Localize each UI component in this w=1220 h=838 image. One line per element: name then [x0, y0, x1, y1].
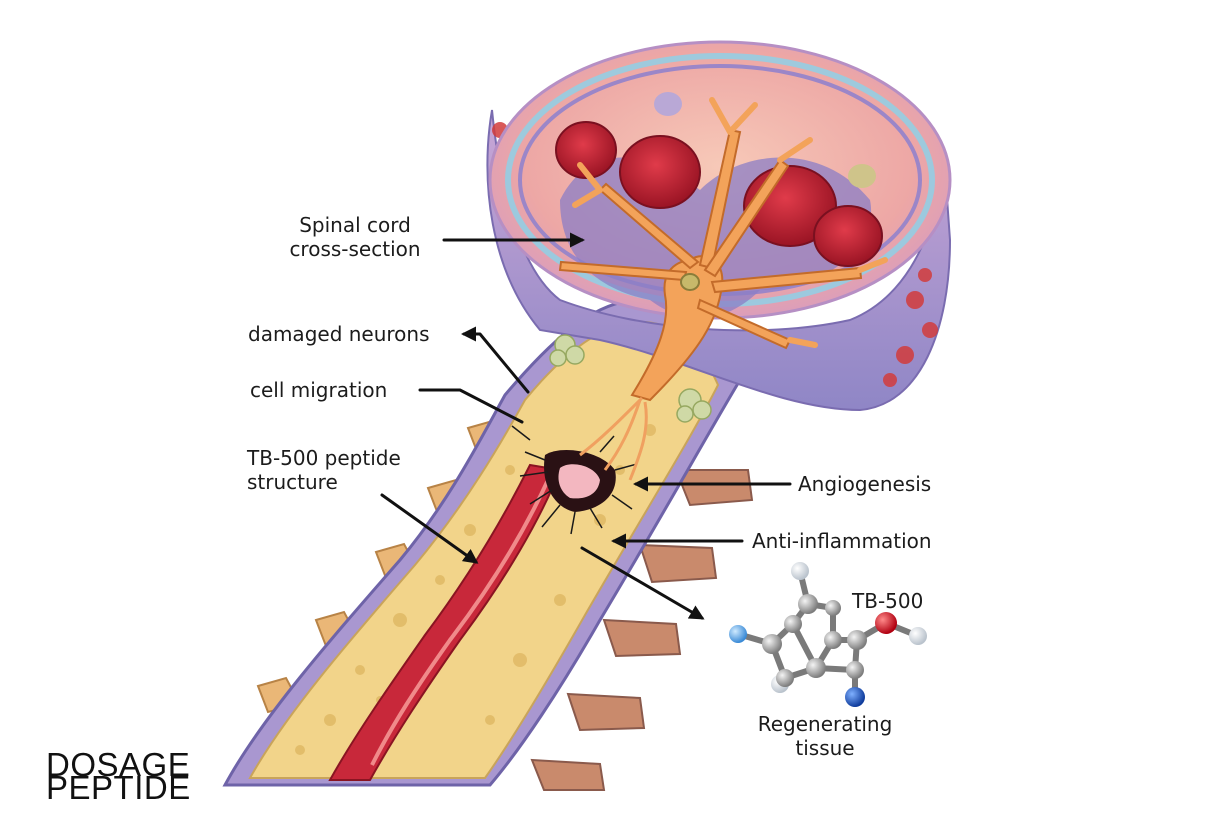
- label-cell-migration: cell migration: [250, 378, 388, 402]
- label-tb500-structure-line2: structure: [247, 470, 338, 494]
- watermark-line2: PEPTIDE: [46, 769, 191, 806]
- label-spinal-cord: Spinal cord cross-section: [270, 213, 440, 261]
- label-regenerating-tissue: Regenerating tissue: [740, 712, 910, 760]
- watermark-line1: DOSAGE: [46, 746, 191, 783]
- label-tb500-structure-line1: TB-500 peptide: [247, 446, 401, 470]
- tb500-molecule: [729, 562, 927, 707]
- label-angiogenesis: Angiogenesis: [798, 472, 932, 496]
- arrow-cell-migration: [418, 388, 524, 424]
- label-regenerating-line1: Regenerating: [757, 712, 893, 736]
- neuron: [558, 97, 888, 402]
- label-damaged-neurons: damaged neurons: [248, 322, 430, 346]
- callout-arrows: [380, 232, 792, 620]
- injury-site: [511, 425, 638, 535]
- label-anti-inflammation: Anti-inflammation: [752, 529, 932, 553]
- label-regenerating-line2: tissue: [795, 736, 855, 760]
- label-spinal-cord-line1: Spinal cord: [299, 213, 411, 237]
- arrow-regenerating: [580, 546, 705, 620]
- arrow-damaged-neurons: [461, 326, 530, 394]
- label-molecule: TB-500: [852, 589, 924, 613]
- arrow-tb500-structure: [380, 493, 479, 564]
- label-tb500-structure: TB-500 peptide structure: [247, 446, 401, 494]
- cross-section: [486, 40, 952, 481]
- label-spinal-cord-line2: cross-section: [289, 237, 421, 261]
